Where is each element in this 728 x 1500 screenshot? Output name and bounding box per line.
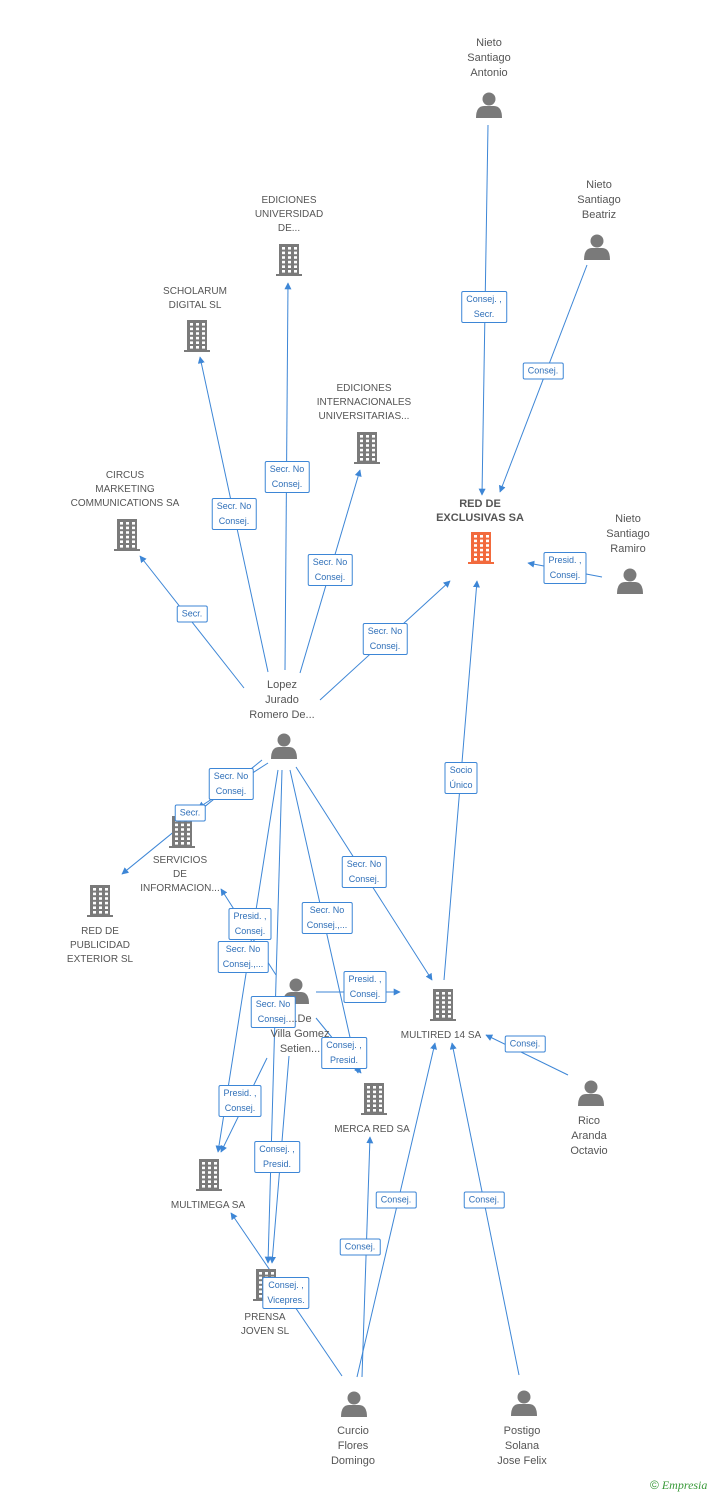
edge-label-lopez-scholarum[interactable]: Secr. No Consej. [211,498,257,530]
building-icon-ediciones-universidad[interactable] [276,244,302,276]
edge-label-lopez-redpub[interactable]: Secr. [174,804,206,822]
node-label-multimega[interactable]: MULTIMEGA SA [170,1200,246,1211]
edge-label-lopez-merca[interactable]: Secr. No Consej.,... [301,902,353,934]
edge-label-curcio-prensa[interactable]: Consej. , Vicepres. [262,1277,310,1309]
node-label-multired[interactable]: MULTIRED 14 SA [400,1030,482,1041]
edge-label-villa-multired[interactable]: Presid. , Consej. [343,971,387,1003]
copyright-symbol: © [650,1478,659,1492]
building-icon-multired[interactable] [430,989,456,1021]
building-icon-red-publicidad[interactable] [87,885,113,917]
node-label-prensa-joven[interactable]: PRENSA JOVEN SL [240,1312,290,1337]
brand-logo-text: Empresia [661,1478,708,1492]
edge-label-villa-prensa[interactable]: Consej. , Presid. [254,1141,300,1173]
edge-label-rico-multired[interactable]: Consej. [504,1035,546,1053]
person-icon-lopez-jurado[interactable] [271,733,297,760]
building-icon-scholarum[interactable] [184,320,210,352]
building-icon-servicios-informacion[interactable] [169,816,195,848]
node-label-circus[interactable]: CIRCUS MARKETING COMMUNICATIONS SA [70,470,180,509]
building-icon-red-exclusivas[interactable] [468,532,494,564]
edge-label-postigo-multired[interactable]: Consej. [463,1191,505,1209]
person-icon-curcio[interactable] [341,1391,367,1418]
node-label-servicios-informacion[interactable]: SERVICIOS DE INFORMACION... [140,855,220,894]
edge-label-lopez-multired[interactable]: Secr. No Consej. [341,856,387,888]
person-icon-nieto-antonio[interactable] [476,92,502,119]
edge-label-lopez-multimega[interactable]: Secr. No Consej.,... [217,941,269,973]
edge-label-curcio-merca[interactable]: Consej. [339,1238,381,1256]
building-icon-multimega[interactable] [196,1159,222,1191]
icons-layer [87,92,643,1418]
building-icon-circus[interactable] [114,519,140,551]
building-icon-ediciones-internacionales[interactable] [354,432,380,464]
edge-curcio-multired [356,1042,437,1378]
node-label-scholarum[interactable]: SCHOLARUM DIGITAL SL [163,286,227,311]
node-label-nieto-beatriz[interactable]: Nieto Santiago Beatriz [577,179,621,221]
person-icon-nieto-beatriz[interactable] [584,234,610,261]
node-label-ediciones-internacionales[interactable]: EDICIONES INTERNACIONALES UNIVERSITARIAS… [316,383,412,422]
edge-label-villa-merca[interactable]: Consej. , Presid. [321,1037,367,1069]
node-label-lopez-jurado[interactable]: Lopez Jurado Romero De... [249,679,315,721]
node-label-curcio[interactable]: Curcio Flores Domingo [330,1425,376,1467]
building-icon-merca-red[interactable] [361,1083,387,1115]
edge-postigo-multired [449,1042,520,1376]
edge-label-lopez-circus[interactable]: Secr. [176,605,208,623]
edge-label-curcio-multired[interactable]: Consej. [375,1191,417,1209]
person-icon-villa-gomez[interactable] [283,978,309,1005]
node-label-postigo[interactable]: Postigo Solana Jose Felix [497,1425,547,1467]
edge-label-lopez-red[interactable]: Secr. No Consej. [362,623,408,655]
footer-brand[interactable]: ©Empresia [650,1478,707,1493]
edge-label-villa-servicios[interactable]: Presid. , Consej. [228,908,272,940]
edge-rico-multired [485,1034,569,1076]
person-icon-rico-aranda[interactable] [578,1080,604,1107]
edge-label-multired-red[interactable]: Socio Único [444,762,478,794]
node-label-red-publicidad[interactable]: RED DE PUBLICIDAD EXTERIOR SL [66,926,134,965]
node-label-nieto-ramiro[interactable]: Nieto Santiago Ramiro [606,513,650,555]
edge-label-lopez-edu[interactable]: Secr. No Consej. [264,461,310,493]
node-label-red-exclusivas[interactable]: RED DE EXCLUSIVAS SA [436,498,524,524]
edge-label-beatriz-red[interactable]: Consej. [522,362,564,380]
edge-label-lopez-servicios[interactable]: Secr. No Consej. [208,768,254,800]
edge-label-villa-multimega[interactable]: Presid. , Consej. [218,1085,262,1117]
person-icon-nieto-ramiro[interactable] [617,568,643,595]
node-label-ediciones-universidad[interactable]: EDICIONES UNIVERSIDAD DE... [254,195,324,234]
edge-label-lopez-prensa[interactable]: Secr. No Consej. [250,996,296,1028]
node-label-rico-aranda[interactable]: Rico Aranda Octavio [570,1115,608,1157]
edge-label-antonio-red[interactable]: Consej. , Secr. [461,291,507,323]
person-icon-postigo[interactable] [511,1390,537,1417]
edge-curcio-merca [361,1136,374,1378]
edge-label-lopez-edi[interactable]: Secr. No Consej. [307,554,353,586]
node-label-nieto-antonio[interactable]: Nieto Santiago Antonio [467,37,511,79]
node-label-villa-gomez[interactable]: ...De Villa Gomez Setien... [270,1013,330,1055]
node-label-merca-red[interactable]: MERCA RED SA [334,1124,410,1135]
edge-label-ramiro-red[interactable]: Presid. , Consej. [543,552,587,584]
